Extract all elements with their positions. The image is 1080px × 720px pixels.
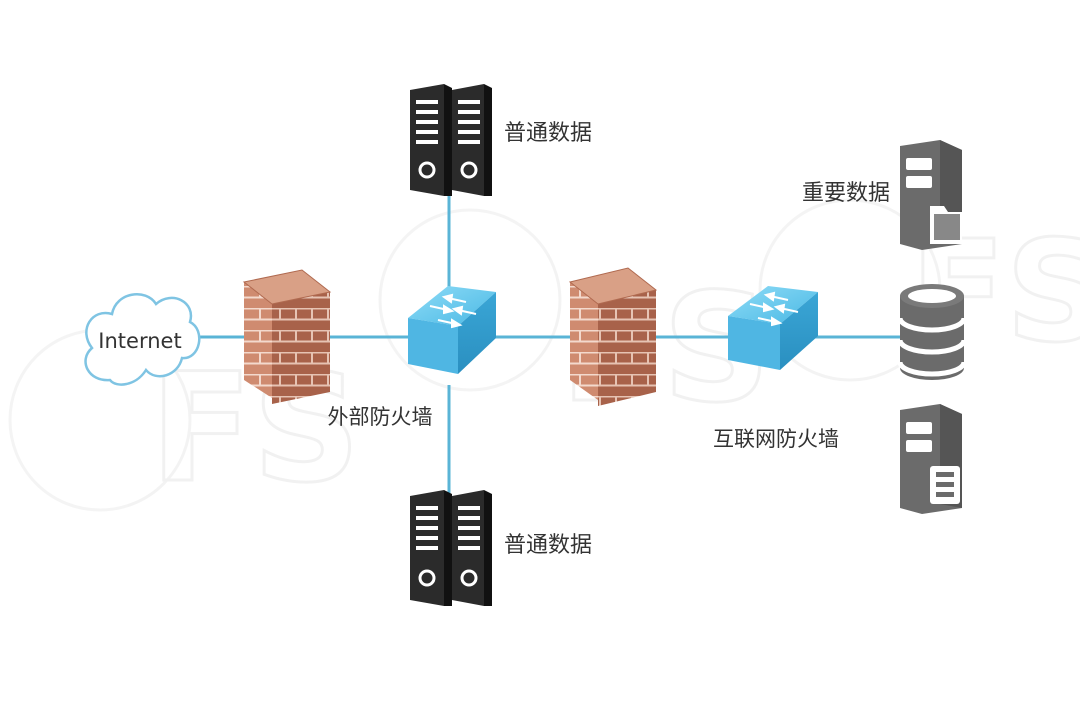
switch-center-node (408, 286, 496, 374)
database-icon (897, 284, 967, 380)
server-rack-icon (410, 490, 492, 606)
cloud-icon (84, 293, 201, 386)
internet-label: Internet (98, 329, 181, 353)
server-rack-icon (410, 84, 492, 196)
switch-right-node: 互联网防火墙 (713, 286, 839, 451)
external-firewall-node: 外部防火墙 (242, 269, 433, 429)
server-bottom-label: 普通数据 (504, 533, 592, 558)
server-top-node: 普通数据 (410, 84, 592, 196)
switch-right-label: 互联网防火墙 (713, 427, 839, 451)
firewall-icon (568, 267, 658, 406)
internal-firewall-node (568, 267, 658, 406)
database-node (897, 284, 967, 380)
file-server-icon (900, 140, 962, 250)
app-server-icon (900, 404, 962, 514)
server-important-node: 重要数据 (802, 140, 962, 250)
firewall-icon (242, 269, 332, 404)
server-app-node (900, 404, 962, 514)
internet-node: Internet (84, 293, 201, 386)
server-top-label: 普通数据 (504, 121, 592, 146)
switch-icon (408, 286, 496, 374)
server-important-label: 重要数据 (802, 181, 890, 206)
switch-icon (728, 286, 818, 370)
external-firewall-label: 外部防火墙 (328, 405, 433, 429)
server-bottom-node: 普通数据 (410, 490, 592, 606)
